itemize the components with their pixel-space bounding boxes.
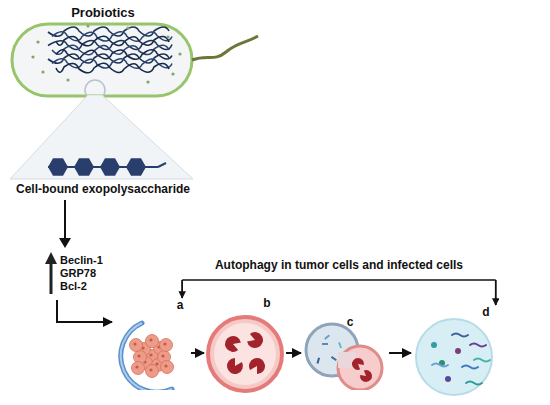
flow-arrow [182,280,496,305]
illustration [205,296,285,394]
stage-node: a [112,298,190,390]
node-heading: Probiotics [8,5,198,20]
zoom-node: Cell-bound exopolysaccharide [8,95,198,200]
bacterium-node: Probiotics [8,2,260,98]
stage-node: d [412,305,502,397]
protein-label: GRP78 [60,267,96,279]
stage-letter: b [261,296,273,310]
stage-letter: c [344,315,356,329]
edge-label: Autophagy in tumor cells and infected ce… [215,258,463,272]
stage-node: b [205,296,285,394]
flow-arrow [389,353,411,354]
flow-arrow [191,353,204,354]
illustration [302,315,388,390]
stage-letter: d [480,305,492,319]
flow-arrow [57,200,112,322]
protein-label: Beclin-1 [60,254,103,266]
stage-letter: a [174,298,186,312]
protein-label: Bcl-2 [60,280,87,292]
stage-node: c [302,315,388,390]
flow-arrow [286,353,301,354]
node-heading: Cell-bound exopolysaccharide [8,182,198,196]
upregulation-arrow [45,252,57,294]
